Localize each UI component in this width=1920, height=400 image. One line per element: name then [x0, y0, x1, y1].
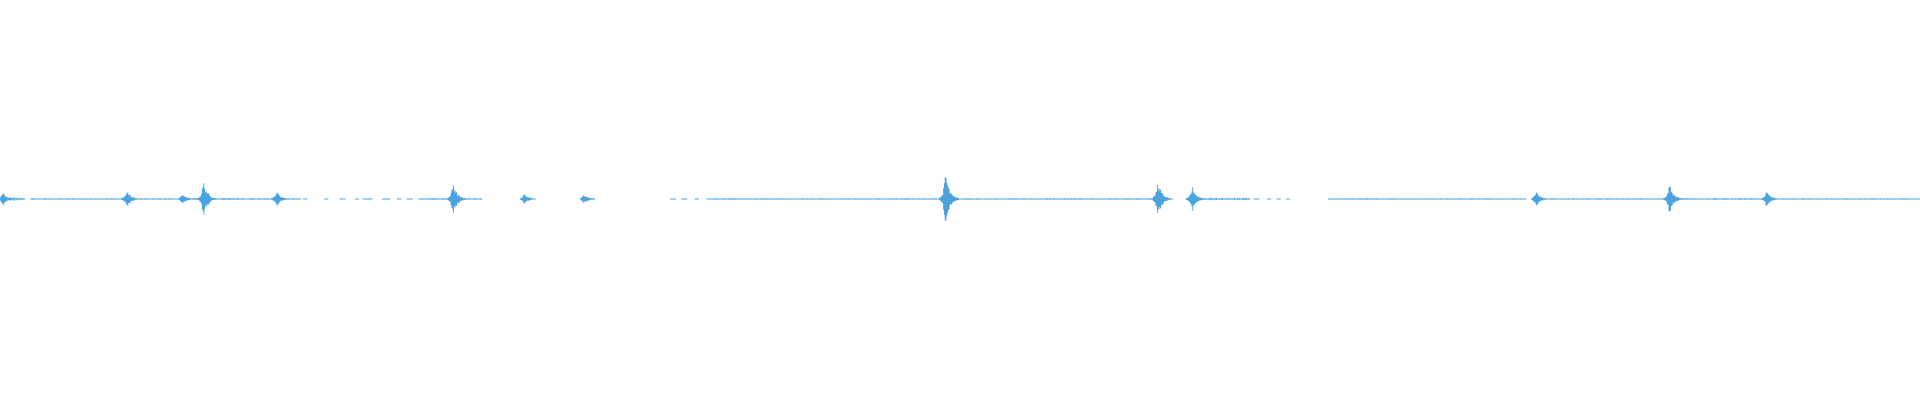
waveform-peak	[271, 192, 287, 206]
waveform-segment	[324, 198, 329, 200]
waveform-segment	[406, 198, 413, 200]
waveform-segment	[669, 198, 676, 200]
waveform-peak	[520, 194, 533, 204]
waveform-peak	[178, 195, 193, 203]
waveform-samples	[1286, 198, 1290, 200]
waveform-samples	[1328, 198, 1526, 200]
waveform-segment	[715, 198, 1158, 200]
waveform-segment	[1253, 198, 1260, 200]
waveform-peak	[1185, 187, 1205, 211]
waveform-samples	[297, 198, 301, 200]
waveform-segment	[362, 198, 373, 200]
waveform-peak	[939, 177, 960, 221]
waveform-segment	[1328, 198, 1527, 200]
waveform-samples	[406, 198, 412, 200]
waveform-samples	[1266, 198, 1271, 200]
waveform-samples	[339, 198, 345, 200]
waveform-peaks	[0, 177, 1778, 221]
waveform-samples	[681, 198, 687, 200]
waveform-peak	[1662, 186, 1684, 212]
waveform-segment	[303, 198, 308, 200]
waveform-samples	[354, 198, 359, 200]
waveform-segment	[339, 198, 346, 200]
waveform-samples	[303, 198, 307, 200]
waveform-segment	[1276, 198, 1281, 200]
waveform-samples	[715, 198, 1158, 200]
waveform-peak	[579, 195, 592, 203]
waveform-samples	[362, 198, 373, 200]
waveform-segment	[706, 198, 717, 200]
waveform-samples	[381, 198, 390, 200]
waveform-segment	[354, 198, 360, 200]
waveform-samples	[669, 198, 675, 200]
waveform-samples	[706, 198, 716, 200]
waveform-segment	[694, 198, 699, 200]
waveform-segment	[1266, 198, 1272, 200]
waveform-samples	[397, 198, 401, 200]
waveform-samples	[1253, 198, 1259, 200]
waveform-peak	[197, 183, 217, 215]
waveform-peak	[1151, 185, 1171, 213]
waveform-peak	[0, 192, 14, 206]
waveform-segment	[681, 198, 688, 200]
waveform-samples	[1276, 198, 1281, 200]
waveform-peak	[1760, 192, 1778, 206]
waveform-samples	[324, 198, 328, 200]
waveform-segment	[418, 198, 427, 200]
waveform-samples	[694, 198, 699, 200]
waveform-peak	[446, 185, 467, 213]
waveform-samples	[418, 198, 427, 200]
waveform-segment	[30, 198, 181, 200]
waveform-segment	[381, 198, 390, 200]
waveform-peak	[1531, 192, 1547, 206]
waveform-segment	[1766, 198, 1920, 200]
waveform-segment	[397, 198, 402, 200]
waveform-segment	[1286, 198, 1291, 200]
waveform-peak	[121, 192, 138, 206]
waveform-segment	[297, 198, 302, 200]
